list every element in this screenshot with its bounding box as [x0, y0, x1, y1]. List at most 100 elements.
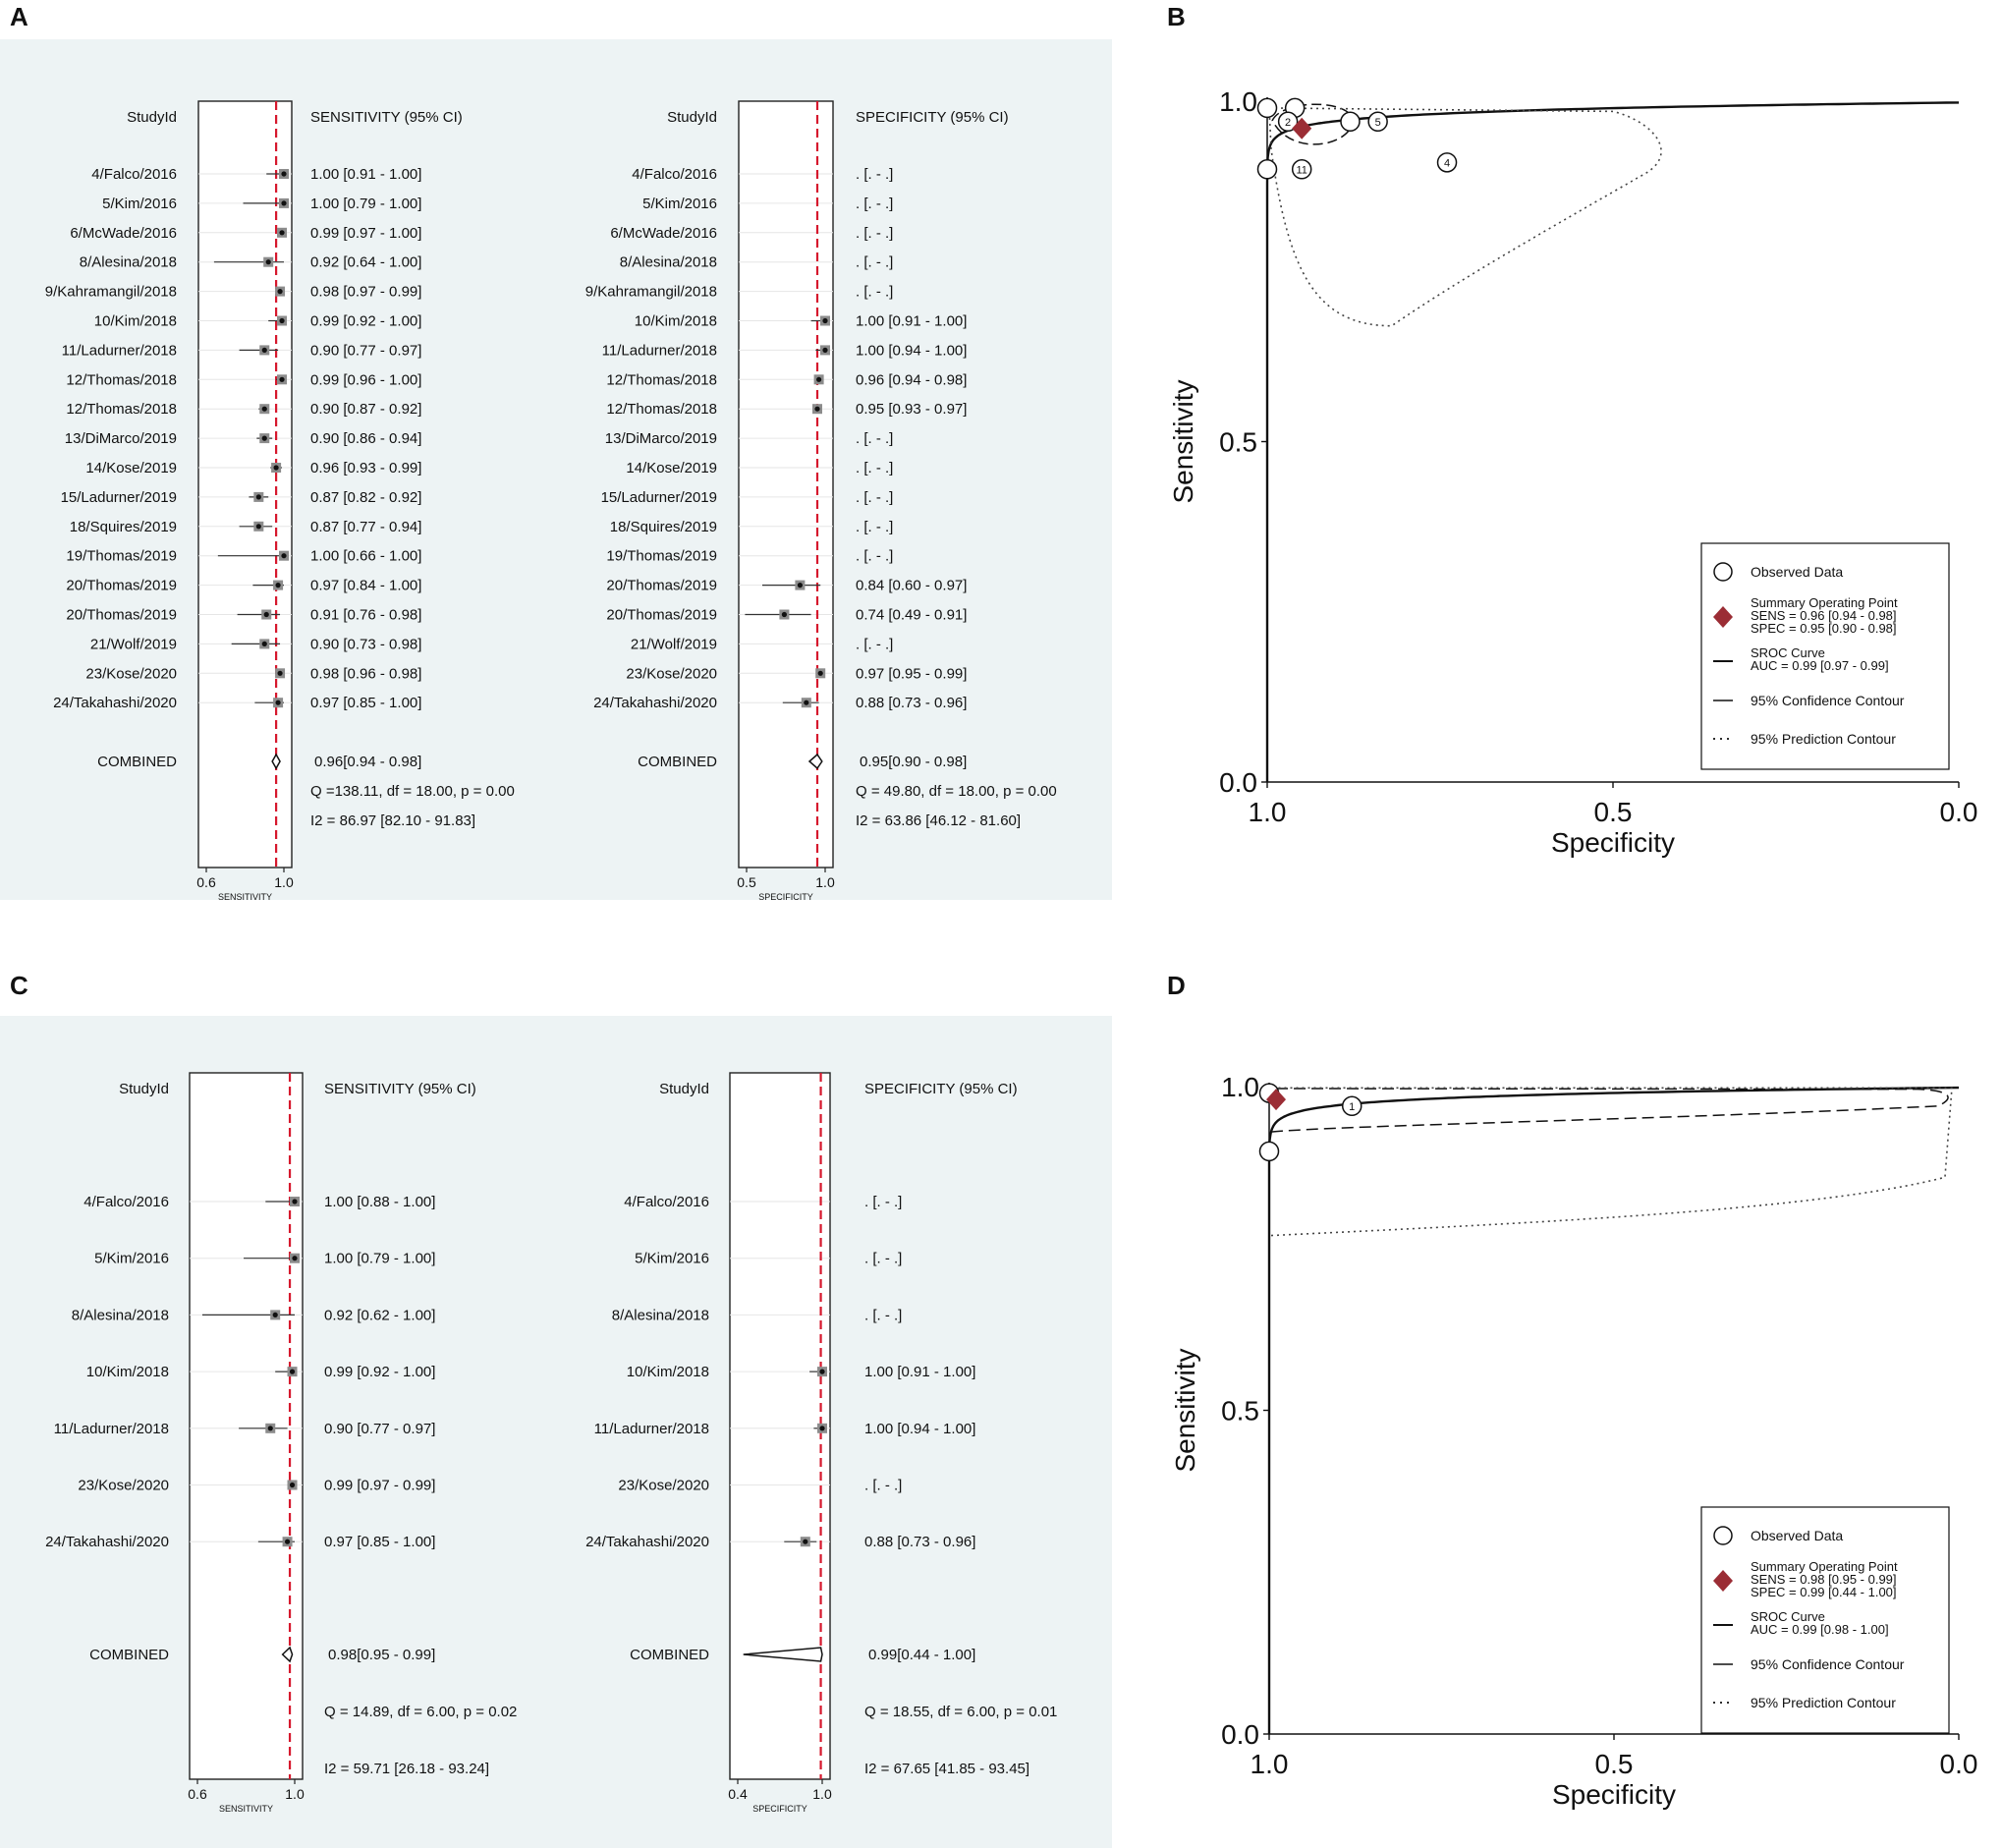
legend-confidence-label: 95% Confidence Contour	[1751, 693, 1905, 708]
forest-plot-box	[729, 1072, 831, 1780]
combined-label: COMBINED	[97, 754, 177, 770]
confidence-contour	[1270, 1088, 1949, 1133]
observed-data-id: 5	[1375, 117, 1381, 129]
study-ci-label: 0.98 [0.97 - 0.99]	[310, 284, 421, 301]
y-axis-tick-label: 0.0	[1221, 1719, 1259, 1750]
study-label: 20/Thomas/2019	[66, 607, 177, 624]
x-axis-tick-label: 1.0	[1251, 1749, 1289, 1779]
combined-ci-label: 0.99[0.44 - 1.00]	[868, 1647, 975, 1663]
study-ci-label: 0.90 [0.73 - 0.98]	[310, 636, 421, 652]
study-point-estimate	[822, 317, 828, 324]
study-ci-label: 1.00 [0.91 - 1.00]	[310, 166, 421, 183]
combined-diamond	[807, 753, 823, 770]
study-label: 10/Kim/2018	[635, 313, 717, 330]
prediction-contour	[1270, 1087, 1953, 1237]
panel-label-a: A	[10, 2, 28, 31]
study-label: 11/Ladurner/2018	[54, 1421, 169, 1437]
study-ci-label: . [. - .]	[856, 489, 893, 506]
x-axis-title: SPECIFICITY	[752, 1804, 807, 1814]
study-label: 11/Ladurner/2018	[62, 342, 177, 359]
study-ci-label: . [. - .]	[856, 460, 893, 476]
study-ci-label: . [. - .]	[856, 636, 893, 652]
study-ci-label: 0.91 [0.76 - 0.98]	[310, 607, 421, 624]
legend-sroc-label: AUC = 0.99 [0.97 - 0.99]	[1751, 658, 1889, 673]
study-id-header: StudyId	[119, 1081, 169, 1097]
study-point-estimate	[277, 289, 283, 295]
legend-observed-label: Observed Data	[1751, 564, 1843, 580]
study-ci-label: 0.88 [0.73 - 0.96]	[856, 695, 967, 711]
forest-plot-box	[738, 100, 834, 868]
legend-summary-label: SPEC = 0.95 [0.90 - 0.98]	[1751, 621, 1897, 636]
x-axis-tick-label: 0.6	[188, 1786, 207, 1802]
study-ci-label: . [. - .]	[864, 1194, 902, 1210]
y-axis-tick-label: 1.0	[1219, 86, 1257, 117]
x-axis-title: SPECIFICITY	[758, 892, 813, 902]
study-label: 10/Kim/2018	[94, 313, 177, 330]
study-ci-label: 0.99 [0.97 - 0.99]	[324, 1478, 435, 1494]
study-label: 14/Kose/2019	[85, 460, 177, 476]
legend-summary-label: Summary Operating Point	[1751, 1559, 1898, 1574]
heterogeneity-stat: I2 = 86.97 [82.10 - 91.83]	[310, 812, 475, 829]
x-axis-tick-label: 0.4	[728, 1786, 748, 1802]
legend-summary-label: Summary Operating Point	[1751, 595, 1898, 610]
legend-observed-symbol	[1713, 562, 1733, 582]
study-point-estimate	[289, 1482, 296, 1488]
y-axis-title: Sensitivity	[1170, 1348, 1200, 1472]
summary-operating-point	[1292, 117, 1312, 140]
study-label: 23/Kose/2020	[618, 1478, 709, 1494]
observed-data-point	[1291, 159, 1312, 180]
study-label: 23/Kose/2020	[85, 665, 177, 682]
study-ci-label: 1.00 [0.66 - 1.00]	[310, 548, 421, 565]
study-label: 8/Alesina/2018	[620, 254, 717, 271]
combined-ci-label: 0.95[0.90 - 0.98]	[860, 754, 967, 770]
study-id-header: StudyId	[659, 1081, 709, 1097]
study-point-estimate	[275, 583, 281, 588]
observed-data-point	[1340, 111, 1361, 133]
study-label: 4/Falco/2016	[83, 1194, 169, 1210]
study-point-estimate	[277, 670, 283, 676]
heterogeneity-stat: Q =138.11, df = 18.00, p = 0.00	[310, 783, 515, 800]
x-axis-title: Specificity	[1551, 827, 1675, 858]
study-point-estimate	[781, 611, 788, 618]
study-point-estimate	[265, 259, 271, 265]
x-axis-title: SENSITIVITY	[219, 1804, 273, 1814]
study-ci-label: 0.98 [0.96 - 0.98]	[310, 665, 421, 682]
study-ci-label: 1.00 [0.91 - 1.00]	[856, 313, 967, 330]
panel-label-b: B	[1167, 2, 1186, 31]
study-ci-label: . [. - .]	[864, 1478, 902, 1494]
study-label: 24/Takahashi/2020	[593, 695, 717, 711]
study-ci-label: 0.87 [0.82 - 0.92]	[310, 489, 421, 506]
study-ci-label: 1.00 [0.79 - 1.00]	[310, 196, 421, 212]
x-axis-tick-label: 0.0	[1940, 797, 1978, 827]
study-id-header: StudyId	[667, 109, 717, 126]
study-ci-label: 0.92 [0.64 - 1.00]	[310, 254, 421, 271]
heterogeneity-stat: I2 = 67.65 [41.85 - 93.45]	[864, 1761, 1029, 1777]
study-ci-label: . [. - .]	[856, 284, 893, 301]
study-ci-label: 0.99 [0.96 - 1.00]	[310, 371, 421, 388]
study-point-estimate	[273, 465, 279, 471]
legend-sroc-label: AUC = 0.99 [0.98 - 1.00]	[1751, 1622, 1889, 1637]
forest-plot-box	[197, 100, 293, 868]
study-ci-label: . [. - .]	[856, 430, 893, 447]
study-point-estimate	[816, 376, 822, 382]
x-axis-title: SENSITIVITY	[218, 892, 272, 902]
study-label: 5/Kim/2016	[635, 1251, 709, 1267]
x-axis-tick-label: 0.5	[737, 874, 756, 890]
study-label: 24/Takahashi/2020	[53, 695, 177, 711]
study-ci-label: 1.00 [0.94 - 1.00]	[856, 342, 967, 359]
study-label: 18/Squires/2019	[610, 519, 717, 535]
study-point-estimate	[279, 317, 285, 324]
observed-data-point	[1436, 152, 1458, 173]
study-ci-label: 0.97 [0.85 - 1.00]	[324, 1534, 435, 1550]
heterogeneity-stat: I2 = 63.86 [46.12 - 81.60]	[856, 812, 1021, 829]
observed-data-id: 4	[1444, 157, 1450, 169]
study-label: 18/Squires/2019	[70, 519, 177, 535]
study-label: 10/Kim/2018	[627, 1364, 709, 1380]
study-ci-label: 1.00 [0.79 - 1.00]	[324, 1251, 435, 1267]
y-axis-tick-label: 1.0	[1221, 1072, 1259, 1102]
study-point-estimate	[261, 347, 267, 353]
study-ci-label: 1.00 [0.94 - 1.00]	[864, 1421, 975, 1437]
study-ci-label: 0.99 [0.92 - 1.00]	[310, 313, 421, 330]
study-point-estimate	[255, 524, 261, 530]
study-label: 10/Kim/2018	[86, 1364, 169, 1380]
